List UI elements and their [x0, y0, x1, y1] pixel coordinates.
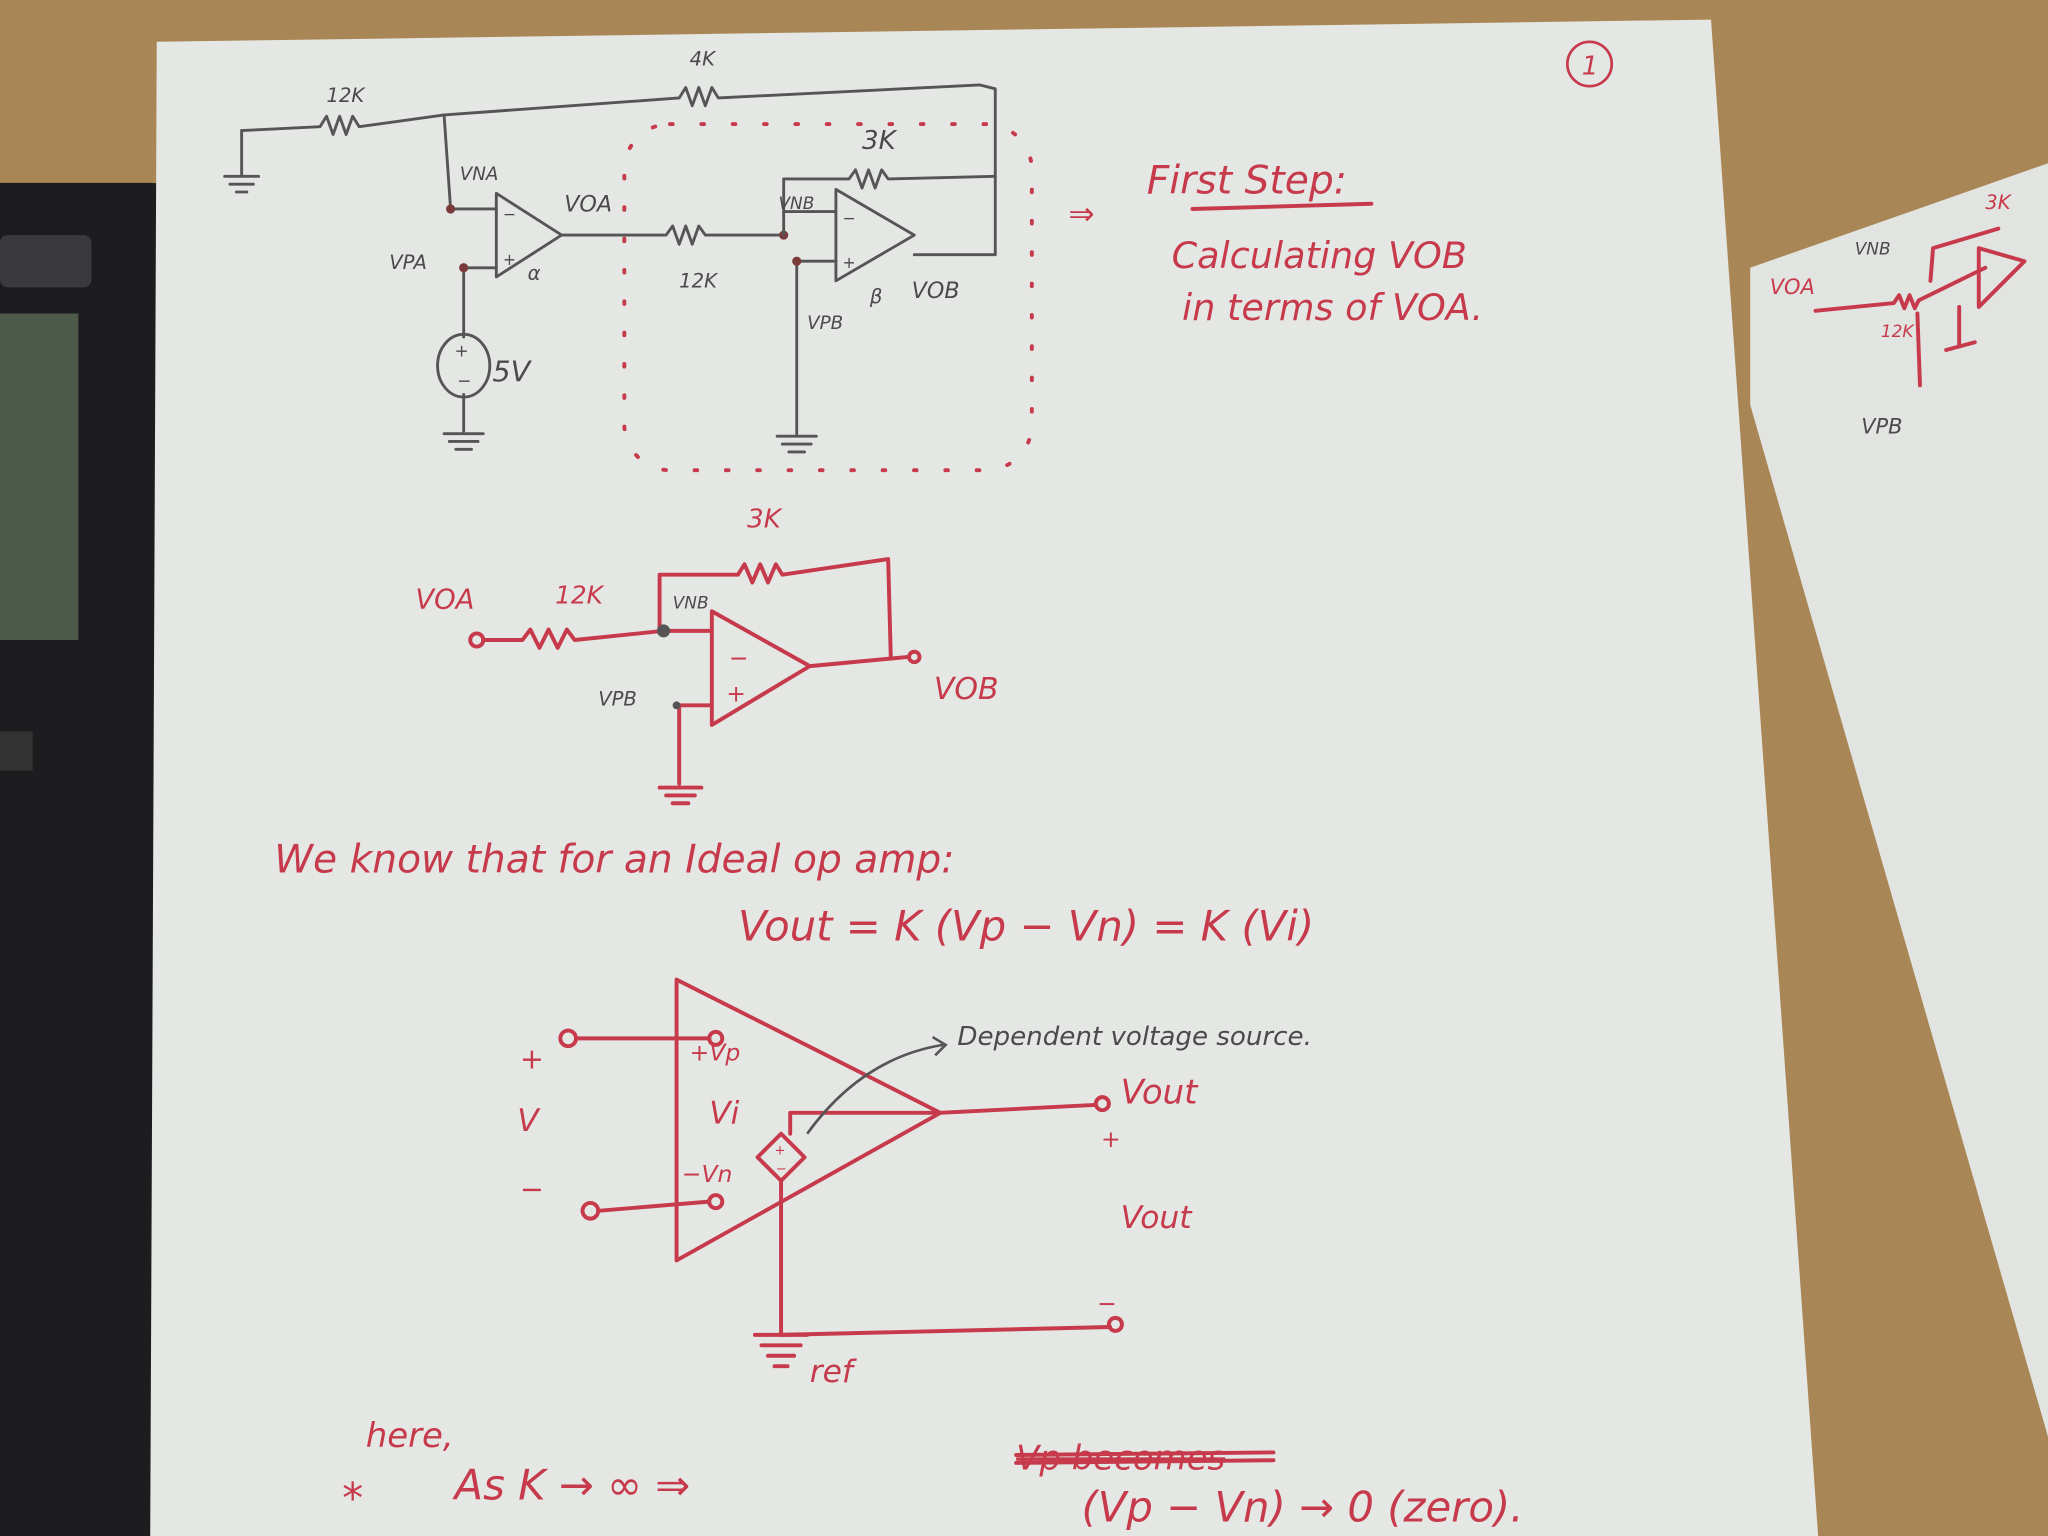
label-vout-terminal: Vout [1121, 1073, 1199, 1113]
input-minus: − [520, 1172, 544, 1206]
annotation-arrow [806, 1043, 944, 1135]
output-minus: − [1097, 1289, 1117, 1317]
label-vpb: VPB [598, 687, 637, 710]
hp-logo-icon [0, 235, 92, 288]
label-4k: 4K [690, 47, 717, 70]
label-voa: VOA [564, 192, 612, 218]
label-vp: +Vp [690, 1039, 741, 1067]
input-plus: + [520, 1041, 544, 1075]
struck-text: Vp becomes [1016, 1438, 1225, 1478]
first-step-line-1: Calculating VOB [1172, 234, 1467, 277]
label-vi: Vi [709, 1095, 739, 1131]
label-ref: ref [810, 1354, 857, 1390]
ideal-statement: We know that for an Ideal op amp: [274, 837, 954, 882]
input-v: V [517, 1103, 541, 1139]
plus-sign: + [726, 679, 746, 707]
side-label-vpb: VPB [1861, 415, 1902, 439]
output-plus: + [1101, 1125, 1121, 1153]
label-vob: VOB [934, 672, 999, 707]
label-alpha: α [528, 262, 541, 285]
side-sheet [1750, 163, 2048, 1437]
svg-text:+: + [503, 250, 516, 269]
side-label-voa: VOA [1770, 275, 1815, 299]
first-step-title: First Step: [1147, 158, 1347, 203]
svg-text:−: − [776, 1162, 787, 1177]
label-vout: Vout [1121, 1200, 1194, 1236]
conclusion-result: (Vp − Vn) → 0 (zero). [1081, 1483, 1523, 1532]
svg-text:+: + [775, 1144, 786, 1159]
inverting-amp-circuit: − + 3K VOA 12K VNB VPB VOB [415, 505, 999, 806]
svg-text:−: − [503, 204, 516, 223]
first-step-line-2: in terms of VOA. [1182, 286, 1483, 329]
calculator-screen [0, 313, 79, 640]
label-vpa: VPA [389, 251, 427, 274]
side-label-rf: 3K [1985, 191, 2012, 214]
label-rin: 12K [555, 580, 605, 609]
side-sheet-circuit: 3K VNB VOA 12K VPB [1770, 191, 2027, 439]
svg-text:−: − [457, 372, 471, 392]
label-vnb: VNB [778, 194, 814, 214]
dotted-subcircuit-box [622, 122, 1034, 473]
side-label-vnb: VNB [1855, 240, 1891, 260]
full-circuit: − + + − − + 12K 4K 3K 12K VNA VOA VPA VN… [223, 47, 1095, 473]
svg-text:−: − [842, 208, 855, 227]
paper-sheet [150, 19, 1819, 1536]
implies-arrow: ⇒ [1068, 197, 1094, 233]
label-rf: 3K [747, 505, 783, 535]
label-vn: −Vn [682, 1160, 733, 1188]
label-vnb: VNB [673, 594, 709, 614]
label-vob: VOB [912, 278, 960, 304]
here-label: here, [366, 1416, 454, 1456]
label-3k: 3K [862, 126, 898, 156]
as-k-infinity: As K → ∞ ⇒ [452, 1460, 691, 1509]
dependent-source-annotation: Dependent voltage source. [957, 1022, 1312, 1052]
minus-sign: − [729, 644, 749, 672]
label-5v: 5V [492, 354, 532, 388]
page-number: 1 [1582, 51, 1599, 81]
svg-text:+: + [842, 253, 855, 272]
opamp-model-diagram: + − + V − +Vp Vi −Vn Dependent voltage s… [517, 977, 1312, 1390]
label-voa: VOA [415, 585, 474, 616]
svg-text:+: + [455, 342, 469, 362]
ideal-equation: Vout = K (Vp − Vn) = K (Vi) [738, 901, 1314, 950]
label-vna: VNA [460, 164, 499, 185]
label-12k-b: 12K [679, 269, 719, 292]
label-beta: β [869, 285, 883, 308]
side-label-rin: 12K [1881, 322, 1916, 342]
label-vpb: VPB [807, 313, 843, 334]
star-bullet: * [342, 1473, 363, 1522]
label-12k: 12K [327, 84, 367, 107]
